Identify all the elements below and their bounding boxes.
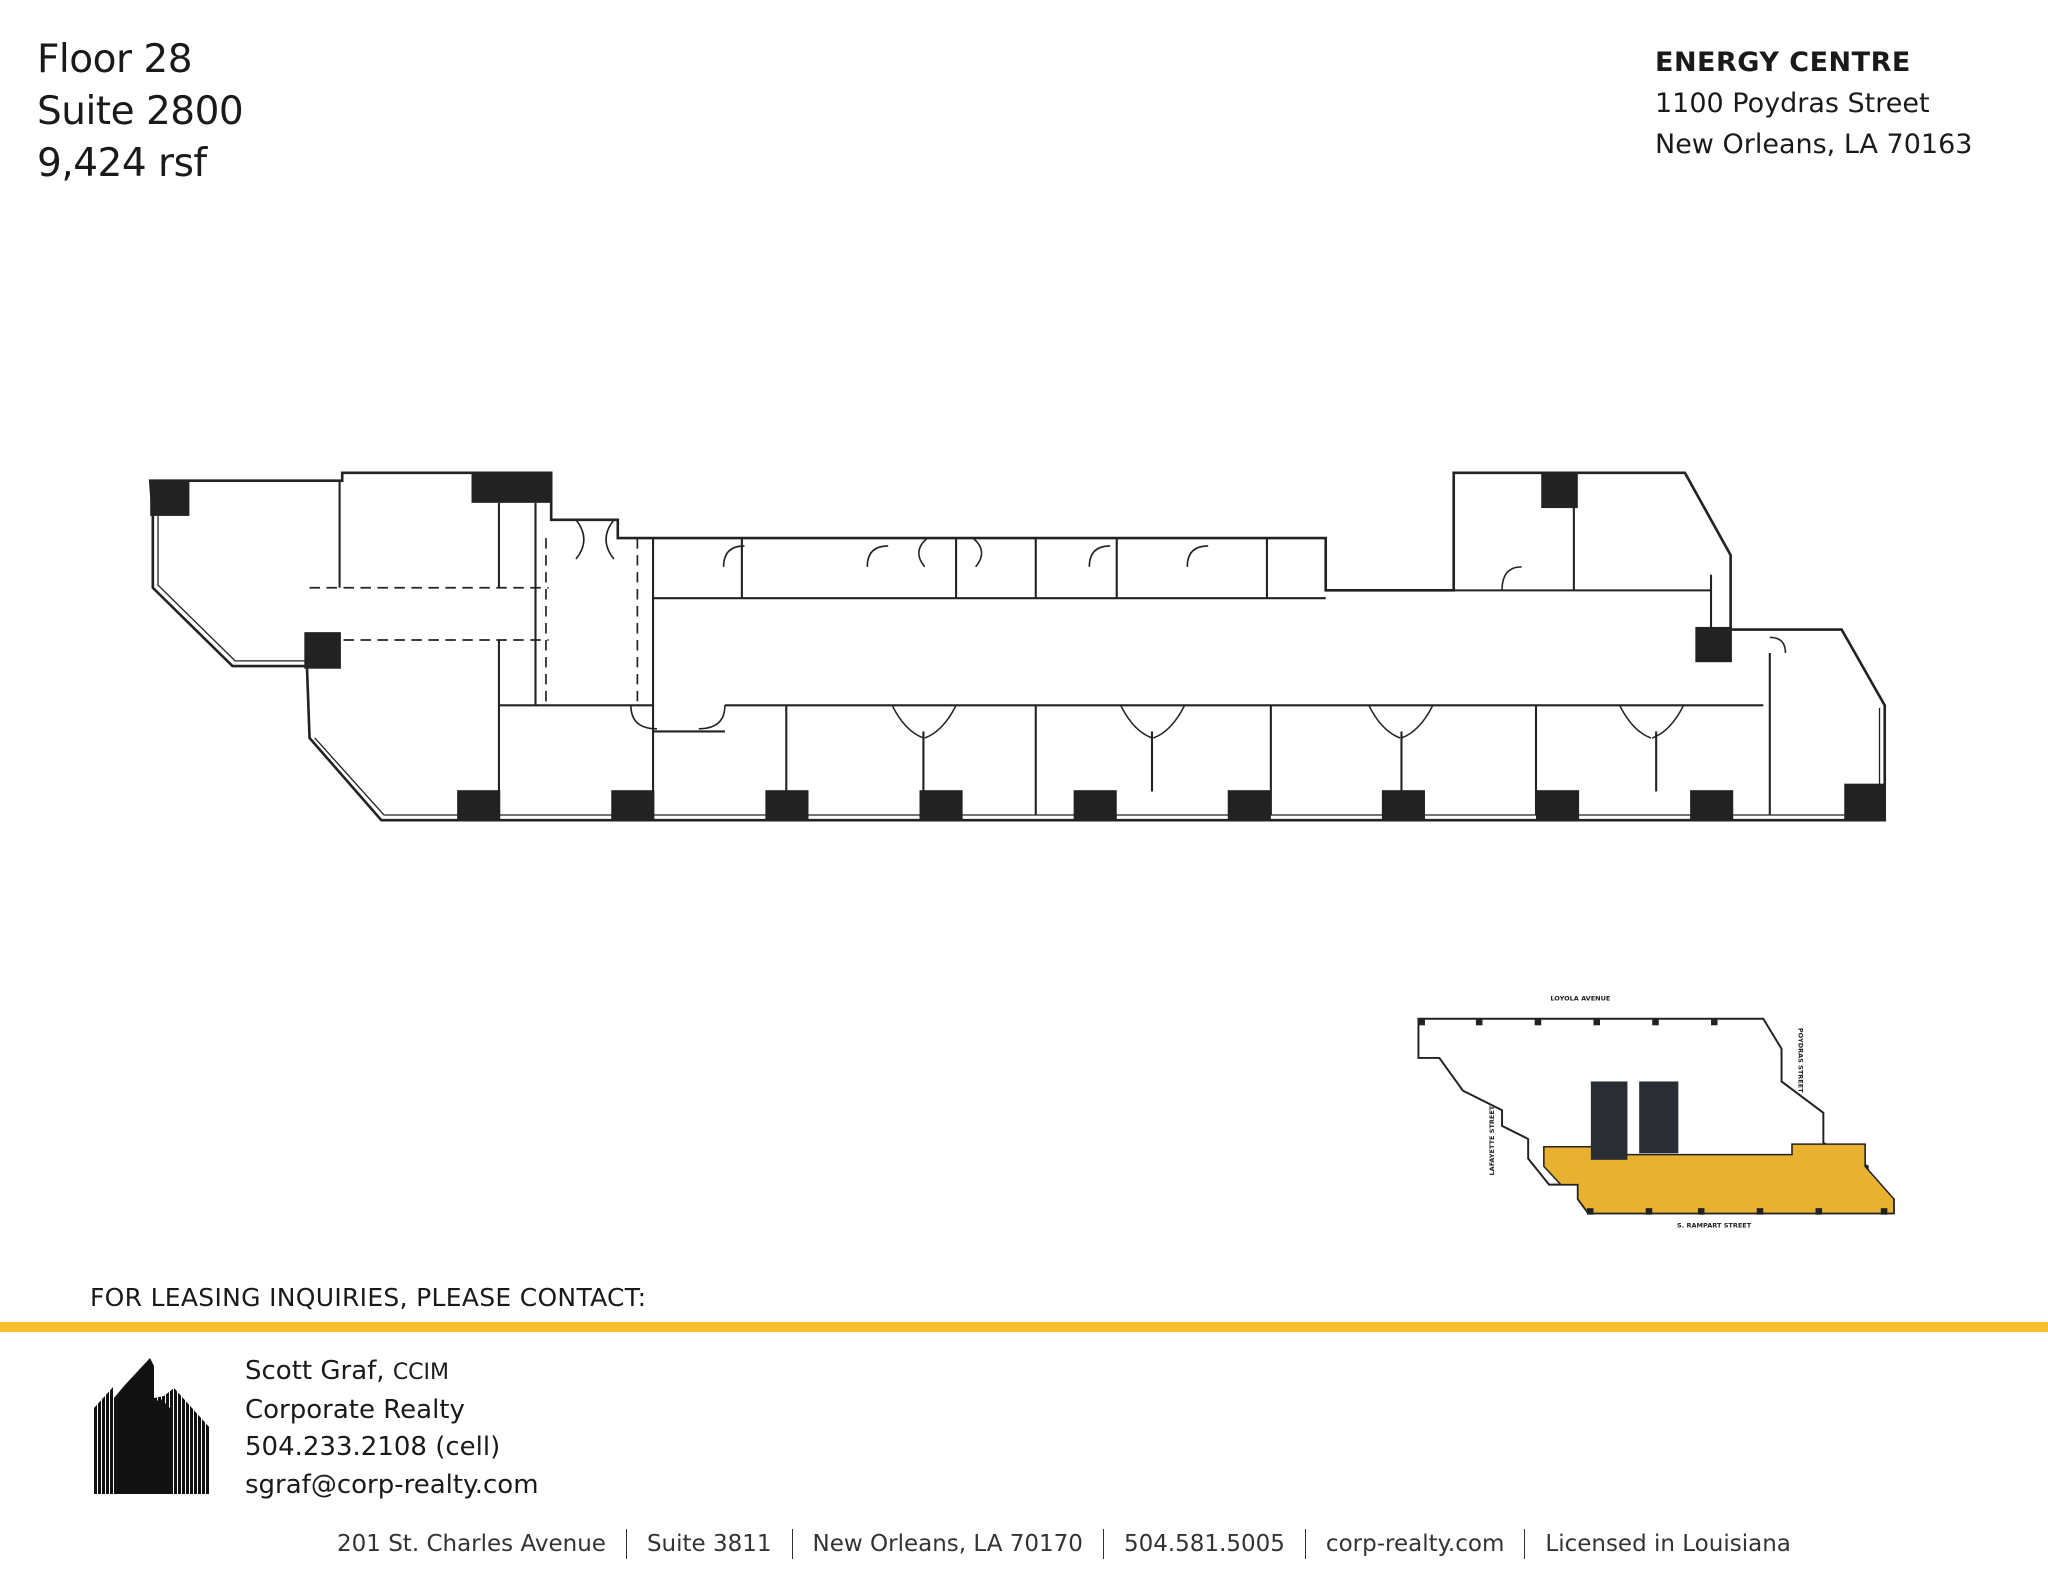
area-label: 9,424 rsf (37, 141, 207, 186)
suite-info: Floor 28 Suite 2800 9,424 rsf (37, 34, 244, 190)
column (1844, 783, 1885, 821)
column (1227, 790, 1271, 821)
divider (625, 1529, 627, 1559)
contact-email[interactable]: sgraf@corp-realty.com (245, 1469, 539, 1500)
contact-company: Corporate Realty (245, 1394, 465, 1425)
column (1541, 472, 1578, 509)
leasing-heading: FOR LEASING INQUIRIES, PLEASE CONTACT: (90, 1283, 647, 1312)
divider (791, 1529, 793, 1559)
street-north: LOYOLA AVENUE (1550, 994, 1610, 1002)
column (919, 790, 963, 821)
column (471, 472, 552, 503)
footer-address: 201 St. Charles Avenue (337, 1531, 606, 1557)
contact-card: Scott Graf, CCIM Corporate Realty 504.23… (245, 1353, 539, 1504)
street-east: POYDRAS STREET (1797, 1028, 1805, 1093)
footer: 201 St. Charles Avenue Suite 3811 New Or… (337, 1529, 1791, 1559)
building-info: ENERGY CENTRE 1100 Poydras Street New Or… (1655, 42, 1972, 165)
footer-website[interactable]: corp-realty.com (1325, 1531, 1505, 1557)
floor-plan (148, 471, 1887, 822)
street-west: LAFAYETTE STREET (1488, 1105, 1496, 1175)
divider (1524, 1529, 1526, 1559)
contact-credential: CCIM (392, 1360, 450, 1385)
divider (1304, 1529, 1306, 1559)
footer-suite: Suite 3811 (646, 1531, 772, 1557)
accent-bar (0, 1322, 2048, 1332)
outer-wall (148, 471, 1887, 822)
column (1536, 790, 1580, 821)
column (1695, 626, 1732, 663)
column (304, 632, 341, 669)
floor-label: Floor 28 (37, 37, 193, 82)
column (1073, 790, 1117, 821)
suite-label: Suite 2800 (37, 89, 244, 134)
footer-city: New Orleans, LA 70170 (812, 1531, 1083, 1557)
structural-columns (150, 472, 1885, 821)
key-plan-columns (1418, 1018, 1888, 1215)
key-plan-core (1590, 1081, 1679, 1160)
footer-license: Licensed in Louisiana (1545, 1531, 1791, 1557)
column (1690, 790, 1734, 821)
divider (1102, 1529, 1104, 1559)
outer-wall-inner (314, 707, 1881, 816)
building-city: New Orleans, LA 70163 (1655, 129, 1973, 160)
door-swings (575, 519, 1787, 739)
column (765, 790, 809, 821)
key-plan-suite-highlight (1543, 1143, 1895, 1215)
dashed-corridor (309, 538, 639, 706)
key-plan: LOYOLA AVENUE S. RAMPART STREET POYDRAS … (1417, 994, 1895, 1230)
building-name: ENERGY CENTRE (1655, 47, 1911, 78)
interior-walls (338, 472, 1771, 821)
street-south: S. RAMPART STREET (1677, 1222, 1752, 1230)
column (457, 790, 501, 821)
contact-name: Scott Graf, (245, 1356, 385, 1386)
column (611, 790, 655, 821)
building-street: 1100 Poydras Street (1655, 88, 1930, 119)
corporate-realty-logo (94, 1358, 210, 1494)
outer-wall-inner (157, 515, 307, 662)
column (150, 480, 190, 516)
contact-phone[interactable]: 504.233.2108 (cell) (245, 1432, 501, 1462)
footer-phone[interactable]: 504.581.5005 (1123, 1531, 1285, 1557)
column (1381, 790, 1425, 821)
